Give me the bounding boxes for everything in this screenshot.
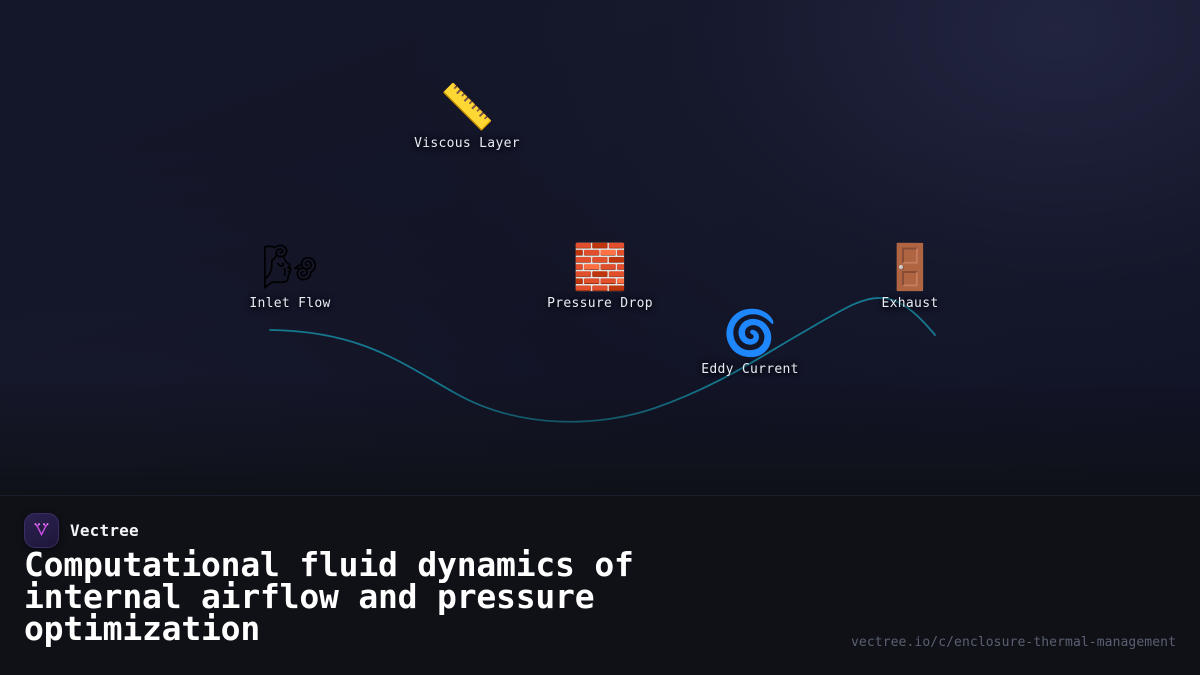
page-title: Computational fluid dynamics of internal… [24,545,634,648]
airflow-path [269,297,936,423]
graph-node-eddy-current[interactable]: 🌀 Eddy Current [701,308,799,377]
footer-url[interactable]: vectree.io/c/enclosure-thermal-managemen… [851,635,1176,650]
graph-node-pressure-drop[interactable]: 🧱 Pressure Drop [547,242,653,311]
graph-node-label: Exhaust [881,296,939,311]
graph-node-label: Eddy Current [701,362,799,377]
brand-row[interactable]: Vectree [24,513,139,548]
graph-node-label: Inlet Flow [249,296,331,311]
brand-name: Vectree [70,521,139,540]
ruler-icon: 📏 [439,82,495,133]
door-icon: 🚪 [882,242,938,293]
vectree-logo-icon [24,513,59,548]
brick-icon: 🧱 [572,242,628,293]
footer-bar: Vectree Computational fluid dynamics of … [0,495,1200,675]
graph-node-inlet-flow[interactable]: 🌬 Inlet Flow [249,242,330,311]
cyclone-icon: 🌀 [722,308,778,359]
graph-node-exhaust[interactable]: 🚪 Exhaust [882,242,939,311]
wind-face-icon: 🌬 [262,242,318,293]
graph-node-label: Pressure Drop [547,296,653,311]
graph-node-label: Viscous Layer [414,136,520,151]
graph-node-viscous-layer[interactable]: 📏 Viscous Layer [414,82,520,151]
